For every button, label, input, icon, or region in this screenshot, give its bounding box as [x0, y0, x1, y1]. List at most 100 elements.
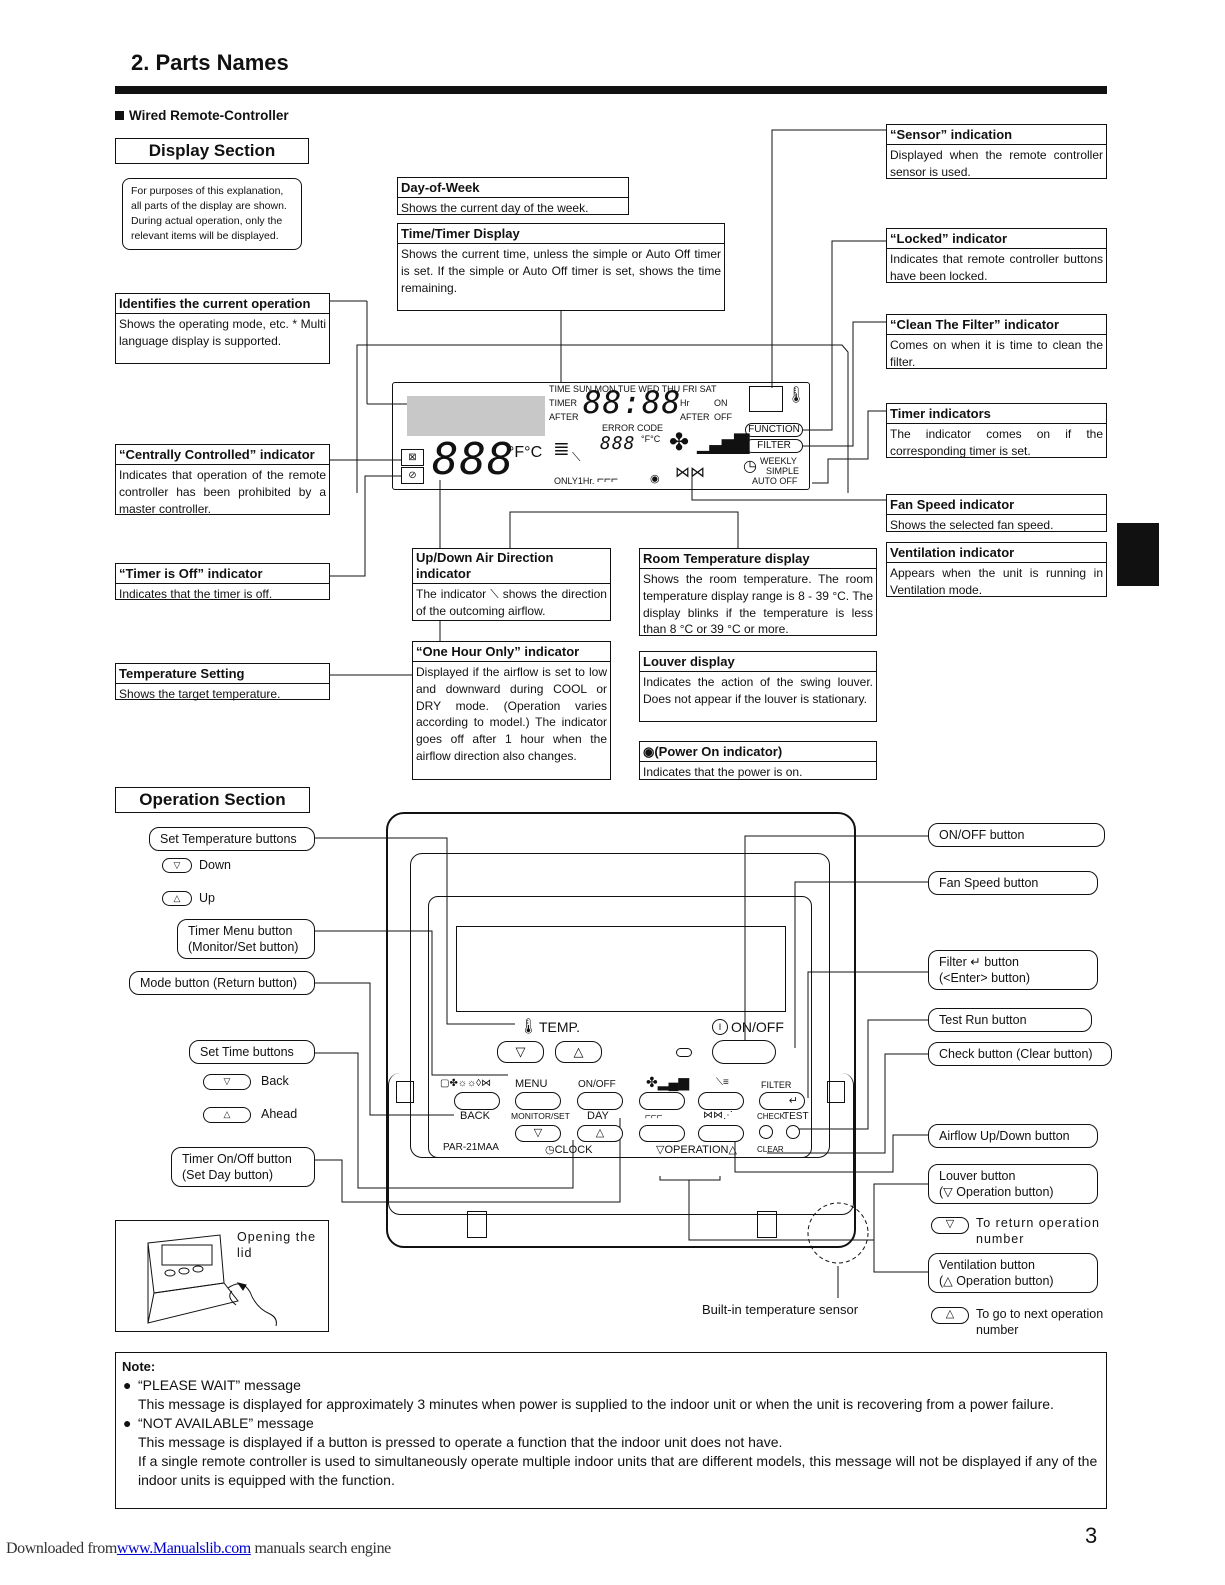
label-mode-button: Mode button (Return button)	[129, 971, 315, 995]
remote-back-label: BACK	[460, 1110, 490, 1122]
callout-one-hour-only: “One Hour Only” indicator Displayed if t…	[412, 641, 611, 780]
remote-screen	[456, 926, 786, 1012]
opening-lid-figure: Opening the lid	[115, 1220, 329, 1332]
remote-panel	[428, 896, 812, 1158]
label-next-operation: To go to next operation number	[976, 1307, 1104, 1337]
lcd-weekly: WEEKLY	[760, 456, 797, 466]
lcd-fan-speed-bars-icon: ▁▃▅▇	[697, 432, 750, 454]
lcd-clock-digits: 88:88	[583, 385, 682, 421]
lcd-clock-icon: ◷	[743, 458, 757, 475]
callout-centrally-controlled: “Centrally Controlled” indicator Indicat…	[115, 444, 330, 516]
label-return-operation: To return operation number	[976, 1216, 1100, 1246]
bullet-icon: ●	[123, 1377, 132, 1393]
check-button[interactable]	[759, 1125, 773, 1139]
callout-current-operation: Identifies the current operation Shows t…	[115, 293, 330, 364]
test-run-button[interactable]	[786, 1125, 800, 1139]
label-temperature-sensor: Built-in temperature sensor	[702, 1302, 859, 1317]
note-heading: Note:	[122, 1359, 156, 1374]
opening-lid-label: Opening the lid	[237, 1230, 317, 1260]
lcd-after: AFTER	[549, 412, 579, 422]
remote-model-label: PAR-21MAA	[443, 1142, 499, 1153]
sub-heading: Wired Remote-Controller	[115, 108, 289, 123]
remote-lower-frame	[388, 1073, 854, 1215]
lcd-airflow-icon: ⟍	[572, 450, 581, 464]
label-test-run-button: Test Run button	[928, 1008, 1092, 1032]
label-ahead: Ahead	[261, 1107, 298, 1121]
fan-speed-button[interactable]	[639, 1092, 685, 1110]
power-symbol-icon: I	[712, 1019, 728, 1035]
remote-airflow-icon: ⟍≡	[716, 1077, 729, 1088]
section-tab	[1117, 523, 1159, 586]
remote-left-latch	[396, 1081, 414, 1103]
remote-clock-label: ◷CLOCK	[545, 1144, 593, 1156]
down-triangle-small-icon: ▽	[943, 1185, 953, 1199]
callout-clean-filter: “Clean The Filter” indicator Comes on wh…	[886, 314, 1107, 369]
temp-down-button[interactable]: ▽	[497, 1041, 544, 1063]
lcd-function: FUNCTION	[745, 423, 803, 437]
lcd-days: TIME SUN MON TUE WED THU FRI SAT	[549, 384, 717, 394]
note-box: Note: ●“PLEASE WAIT” message This messag…	[115, 1352, 1107, 1509]
lid-illustration-icon	[147, 1234, 277, 1327]
callout-day-of-week: Day-of-Week Shows the current day of the…	[397, 177, 629, 215]
label-down: Down	[199, 858, 231, 872]
footer: Downloaded fromwww.Manualslib.com manual…	[6, 1540, 391, 1557]
callout-sensor: “Sensor” indication Displayed when the r…	[886, 124, 1107, 179]
lcd-display	[392, 382, 810, 490]
label-up: Up	[199, 891, 215, 905]
title-rule	[115, 86, 1107, 94]
manualslib-link[interactable]: www.Manualslib.com	[116, 1540, 251, 1557]
label-onoff-button: ON/OFF button	[928, 823, 1105, 847]
note-item-title: “NOT AVAILABLE” message	[138, 1415, 314, 1431]
menu-button[interactable]	[515, 1092, 561, 1110]
remote-ventilation-icon: ⋈⋈⋰	[703, 1110, 733, 1121]
lcd-after-2: AFTER	[680, 412, 710, 422]
temp-thermometer-icon: 🌡	[519, 1018, 539, 1035]
clock-ahead-button[interactable]: △	[577, 1125, 623, 1142]
note-item-text: If a single remote controller is used to…	[138, 1453, 1098, 1488]
ventilation-button[interactable]	[698, 1125, 744, 1142]
remote-hinge-right	[757, 1211, 777, 1238]
clock-icon: ◷	[545, 1144, 555, 1156]
lcd-louver-icon: ⌐⌐⌐	[597, 472, 619, 486]
up-triangle-icon: △	[162, 891, 192, 906]
display-section-label: Display Section	[115, 138, 309, 164]
label-fan-speed-button: Fan Speed button	[928, 871, 1098, 895]
remote-day-label: DAY	[587, 1110, 609, 1122]
up-triangle-small-icon: △	[943, 1274, 953, 1288]
lcd-filter: FILTER	[745, 439, 803, 453]
onoff-button[interactable]	[712, 1040, 776, 1064]
callout-fan-speed: Fan Speed indicator Shows the selected f…	[886, 494, 1107, 532]
lcd-timer: TIMER	[549, 398, 577, 408]
remote-onoff-label: ON/OFF	[731, 1019, 784, 1035]
lcd-room-unit: °F°C	[641, 434, 661, 444]
lcd-power-on-icon: ◉	[650, 473, 660, 485]
remote-filter-label: FILTER	[761, 1080, 792, 1090]
label-check-button: Check button (Clear button)	[928, 1042, 1112, 1066]
callout-room-temperature: Room Temperature display Shows the room …	[639, 548, 877, 636]
lcd-ventilation-icon: ⋈⋈	[675, 464, 705, 481]
label-filter-button: Filter ↵ button (<Enter> button)	[928, 950, 1098, 990]
operation-section-label: Operation Section	[115, 787, 310, 813]
callout-up-down-air: Up/Down Air Direction indicator The indi…	[412, 548, 611, 621]
remote-right-latch	[827, 1081, 845, 1103]
clock-back-button[interactable]: ▽	[515, 1125, 561, 1142]
timer-onoff-button[interactable]	[577, 1092, 623, 1110]
remote-test-label: TEST	[783, 1111, 809, 1122]
lcd-off: OFF	[714, 412, 732, 422]
lcd-thermometer-icon: 🌡	[786, 387, 807, 404]
lcd-operation-area	[407, 396, 545, 436]
back-mode-button[interactable]	[454, 1092, 500, 1110]
remote-operation-label: ▽OPERATION△	[656, 1144, 737, 1156]
label-airflow-button: Airflow Up/Down button	[928, 1124, 1098, 1148]
louver-button[interactable]	[639, 1125, 685, 1142]
remote-check-label: CHECK	[757, 1112, 786, 1121]
next-triangle-icon: △	[931, 1307, 969, 1324]
down-triangle-icon: ▽	[162, 858, 192, 873]
label-timer-menu-button: Timer Menu button (Monitor/Set button)	[177, 919, 315, 959]
temp-up-button[interactable]: △	[555, 1041, 602, 1063]
airflow-button[interactable]	[698, 1092, 744, 1110]
filter-enter-button[interactable]: ↵	[759, 1092, 805, 1110]
square-bullet-icon	[115, 111, 124, 120]
page-title: 2. Parts Names	[131, 50, 289, 75]
